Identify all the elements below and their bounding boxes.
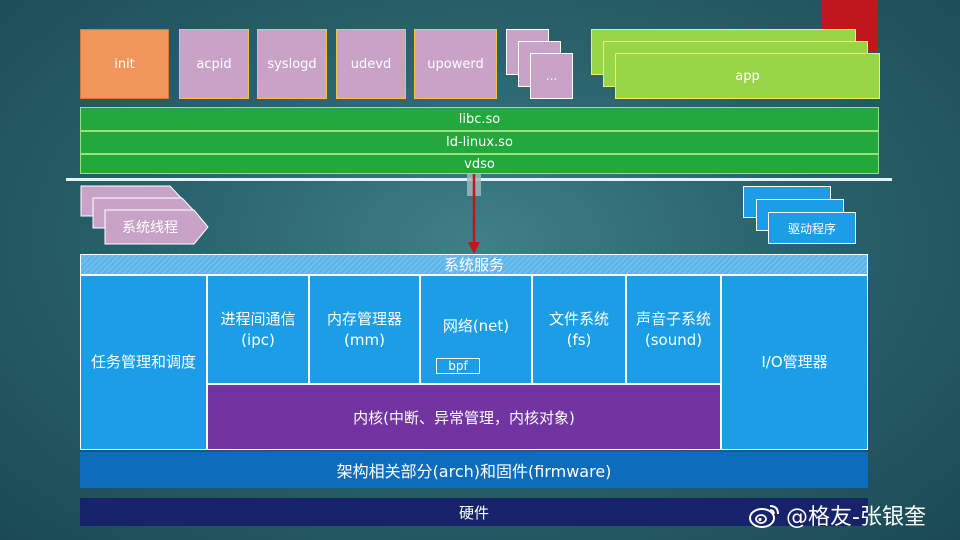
- memory-manager-label: 内存管理器(mm): [326, 309, 402, 349]
- kernel-thread-label: 系统线程: [122, 220, 178, 236]
- watermark-text: @格友-张银奎: [786, 505, 926, 530]
- syscall-arrow-icon: [467, 174, 481, 254]
- kernel-thread-stack: [80, 185, 209, 245]
- ld-linux-bar: ld-linux.so: [80, 131, 879, 154]
- app-front: app: [615, 53, 880, 99]
- sound-subsystem-box: 声音子系统(sound): [626, 275, 721, 384]
- weibo-icon: [749, 505, 779, 528]
- process-upowerd: upowerd: [414, 29, 497, 99]
- io-manager-box: I/O管理器: [721, 275, 868, 450]
- bpf-badge: bpf: [436, 358, 480, 374]
- vdso-bar: vdso: [80, 154, 879, 174]
- process-udevd: udevd: [336, 29, 406, 99]
- ipc-box: 进程间通信(ipc): [207, 275, 309, 384]
- driver-front: 驱动程序: [768, 212, 856, 244]
- ipc-label: 进程间通信(ipc): [220, 309, 296, 349]
- network-label: 网络(net): [442, 316, 510, 335]
- filesystem-label: 文件系统(fs): [548, 309, 609, 349]
- hardware-bar: 硬件: [80, 498, 868, 526]
- arch-firmware-bar: 架构相关部分(arch)和固件(firmware): [80, 452, 868, 488]
- memory-manager-box: 内存管理器(mm): [309, 275, 420, 384]
- task-management-box: 任务管理和调度: [80, 275, 207, 450]
- io-manager-label: I/O管理器: [761, 353, 828, 371]
- libc-bar: libc.so: [80, 107, 879, 131]
- system-service-bar: 系统服务: [80, 254, 868, 275]
- kernel-core-box: 内核(中断、异常管理，内核对象): [207, 384, 721, 450]
- process-acpid: acpid: [179, 29, 249, 99]
- process-init: init: [80, 29, 169, 99]
- process-syslogd: syslogd: [257, 29, 327, 99]
- task-management-label: 任务管理和调度: [90, 353, 196, 371]
- watermark: @格友-张银奎: [748, 498, 926, 532]
- more-process-front: ...: [530, 53, 573, 99]
- filesystem-box: 文件系统(fs): [532, 275, 626, 384]
- sound-subsystem-label: 声音子系统(sound): [635, 309, 711, 349]
- network-box: 网络(net) bpf: [420, 275, 532, 384]
